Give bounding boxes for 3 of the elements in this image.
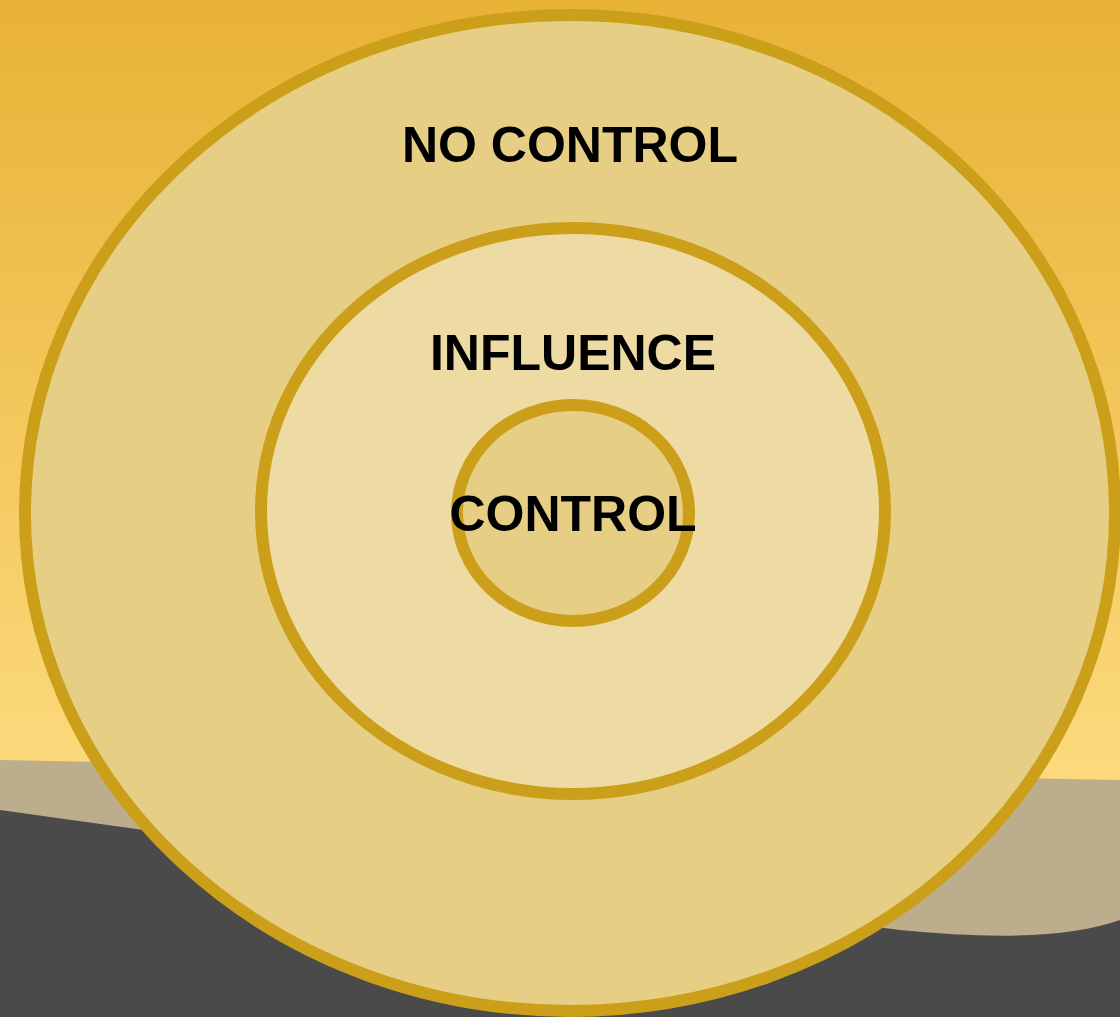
zone-label: INFLUENCE bbox=[428, 328, 718, 378]
zone-label: CONTROL bbox=[448, 489, 698, 539]
zone-label: NO CONTROL bbox=[400, 120, 740, 170]
